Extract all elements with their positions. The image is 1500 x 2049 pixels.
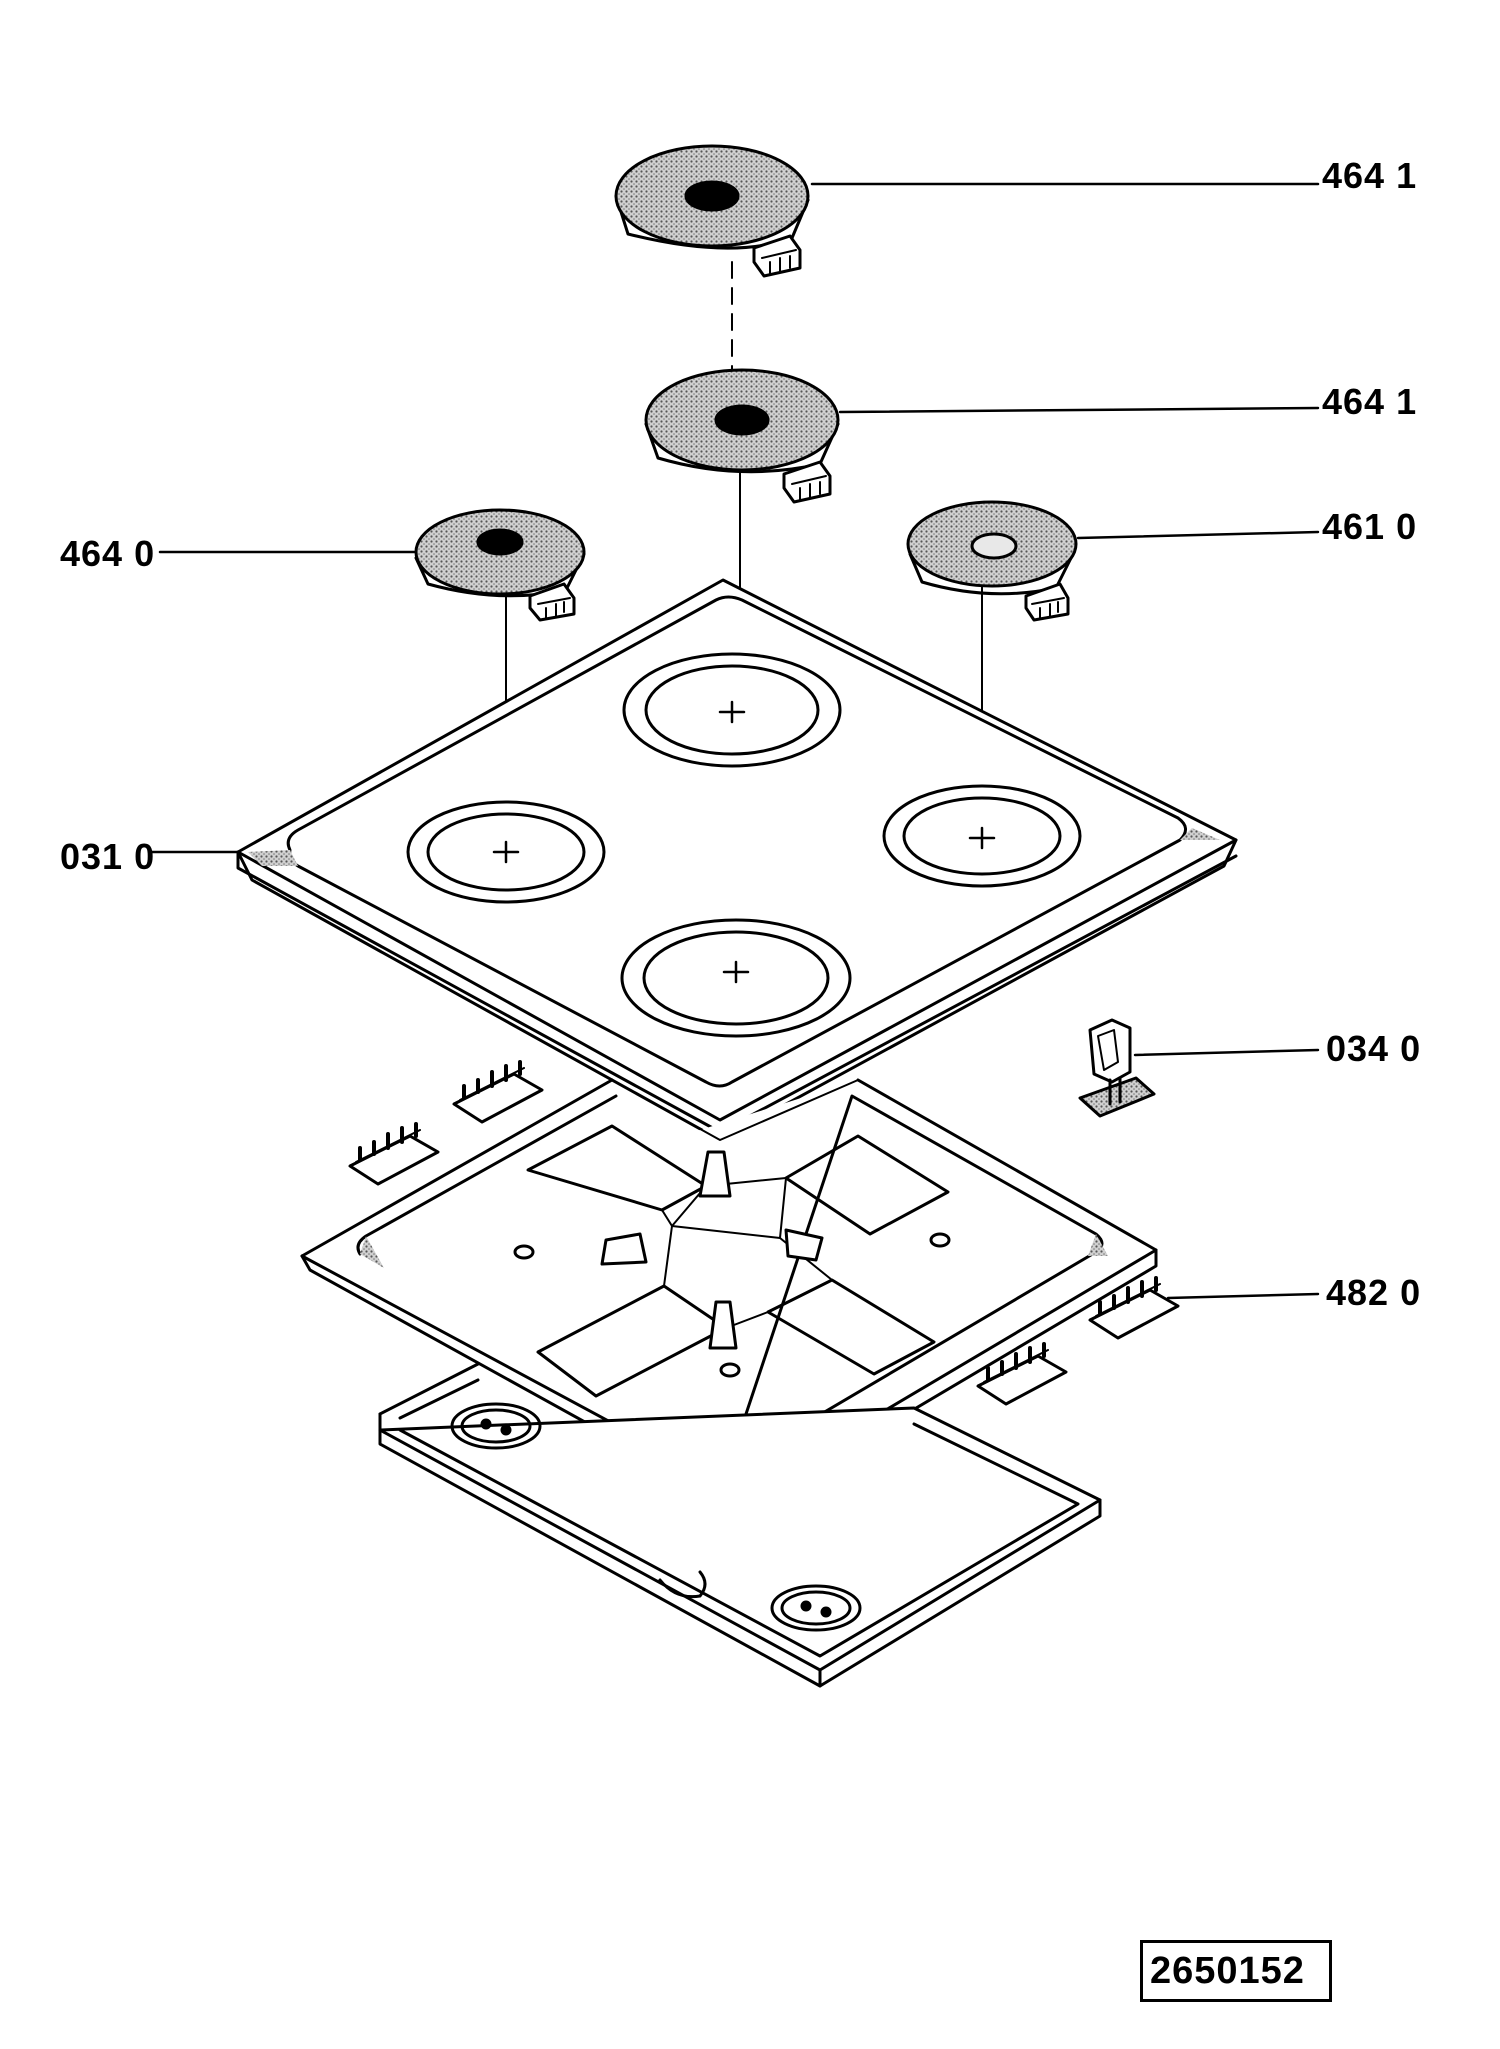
leader-lines xyxy=(150,182,1320,1300)
callout-clip: 034 0 xyxy=(1326,1028,1422,1069)
connector-strip-right-top xyxy=(1088,1276,1180,1340)
callout-connector: 482 0 xyxy=(1326,1272,1422,1313)
hotplate-461-0-right xyxy=(906,500,1078,622)
drawing-number-box xyxy=(1140,1940,1332,2002)
connector-strip-left-bottom xyxy=(348,1122,440,1186)
clip-034-0 xyxy=(1078,1018,1156,1118)
hob-panel-031-0 xyxy=(236,578,1238,1142)
connector-strip-left-top xyxy=(452,1060,544,1124)
callout-burner-top: 464 1 xyxy=(1322,155,1418,196)
hotplate-464-0-left xyxy=(414,508,586,622)
callout-burner-upper: 464 1 xyxy=(1322,381,1418,422)
callout-burner-left: 464 0 xyxy=(60,533,156,574)
drawing-number: 2650152 xyxy=(1150,1950,1305,1992)
callout-burner-right: 461 0 xyxy=(1322,506,1418,547)
base-box xyxy=(378,1362,1102,1688)
hotplate-464-1-top xyxy=(614,144,810,278)
callout-hob-panel: 031 0 xyxy=(60,836,156,877)
connector-strip-right-bottom xyxy=(976,1342,1068,1406)
hotplate-464-1-upper xyxy=(644,368,840,504)
